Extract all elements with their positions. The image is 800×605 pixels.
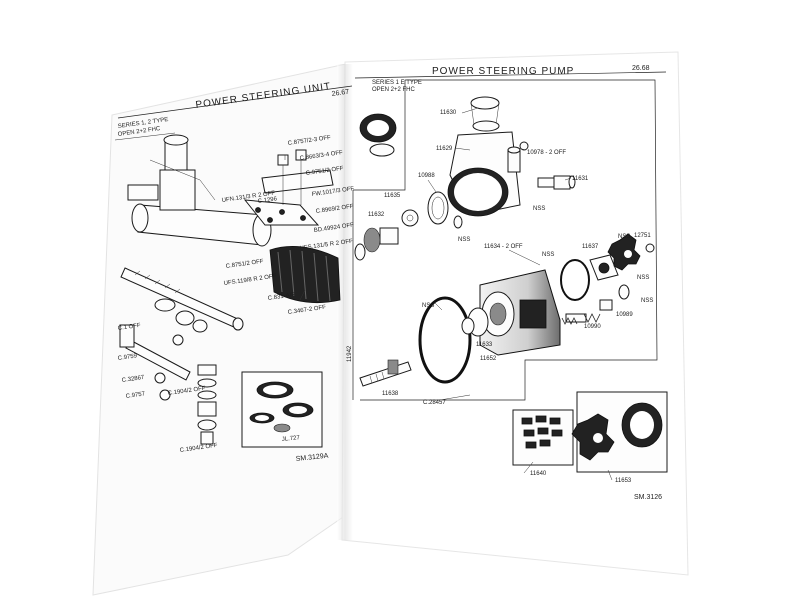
right-label: 11635 [384,193,401,199]
right-callout-labels: 11630 11629 10978 - 2 OFF 11631 10988 NS… [347,110,662,501]
right-label: 10988 [418,173,435,179]
right-label: 11631 [572,176,589,182]
left-label: C.1296 [257,196,278,205]
right-label: 10990 [584,324,601,330]
left-label: C.9759 [117,353,138,362]
pump-body [418,269,561,384]
right-label: 11630 [440,110,457,116]
right-label: C.28457 [423,400,446,406]
right-label: 11640 [530,471,547,477]
kit-label: JL.727 [282,435,301,443]
right-label: 11629 [436,146,453,152]
right-label: NSS [458,237,470,243]
right-label: 11653 [615,478,632,484]
pump-reservoir [447,131,521,217]
left-drawing-number: SM.3129A [295,453,329,463]
right-page-frame [352,79,658,401]
left-label: C.9757 [125,391,146,400]
right-label: NSS [637,275,649,281]
right-drawing-number: SM.3126 [634,494,662,501]
drive-shaft [359,359,412,387]
left-label: C.1904/2 OFF [179,443,218,454]
left-page-side-note-line-2: OPEN 2+2 FHC [117,126,161,138]
right-label: NSS [542,252,554,258]
right-label: NSS [533,206,545,212]
rubber-gaiter [269,246,341,304]
spine-gutter [337,64,353,540]
right-label: 10989 [616,312,633,318]
right-label: NSS [641,298,653,304]
right-page-side-note-line-1: SERIES 1 E TYPE [372,80,422,86]
right-label: 11638 [382,391,399,397]
right-label: 11632 [368,212,385,218]
spring-and-plug [561,317,578,325]
right-label: 11634 - 2 OFF [484,244,523,250]
filter-ring-inset [359,113,397,157]
right-label: 12751 [634,233,651,239]
right-label: 11637 [582,244,599,250]
right-label: 11633 [476,342,493,348]
vane-kit-box [512,409,574,466]
right-page-header: POWER STEERING PUMP 26.68 SERIES 1 E TYP… [354,65,667,93]
right-label: 10978 - 2 OFF [527,150,566,156]
left-label: C.831-A/R [267,292,296,302]
right-label: NSS [618,234,630,240]
left-label: FW.1017/3 OFF [311,186,354,198]
right-label: NSS [422,303,434,309]
right-exploded-drawing [354,96,668,473]
relief-valve [565,284,630,323]
left-label: C.3467-2 OFF [287,305,326,316]
leader-lines [284,107,613,481]
right-page-number: 26.68 [632,65,650,72]
left-label: C.8751/2 OFF [225,259,264,270]
rotor-kit-box [571,391,668,473]
left-page-number: 26.67 [331,89,349,98]
right-page-side-note-line-2: OPEN 2+2 FHC [372,87,416,93]
left-label: C.1904/2 OFF [167,386,206,397]
left-label: C.1 OFF [117,323,141,332]
rotor-assembly [589,233,655,281]
union-fitting [519,141,576,190]
left-label: C.32867 [121,375,145,384]
left-label: C.8969/2 OFF [315,204,354,215]
left-exploded-drawing [119,134,341,448]
left-label: BD.49924 OFF [313,222,354,234]
rack-bar [120,267,244,331]
right-label: 11652 [480,356,497,362]
right-page-title: POWER STEERING PUMP [432,66,574,77]
left-label: C.9751/2 OFF [305,166,344,177]
right-label: 11942 [347,345,353,362]
seal-kit-box [241,371,323,448]
